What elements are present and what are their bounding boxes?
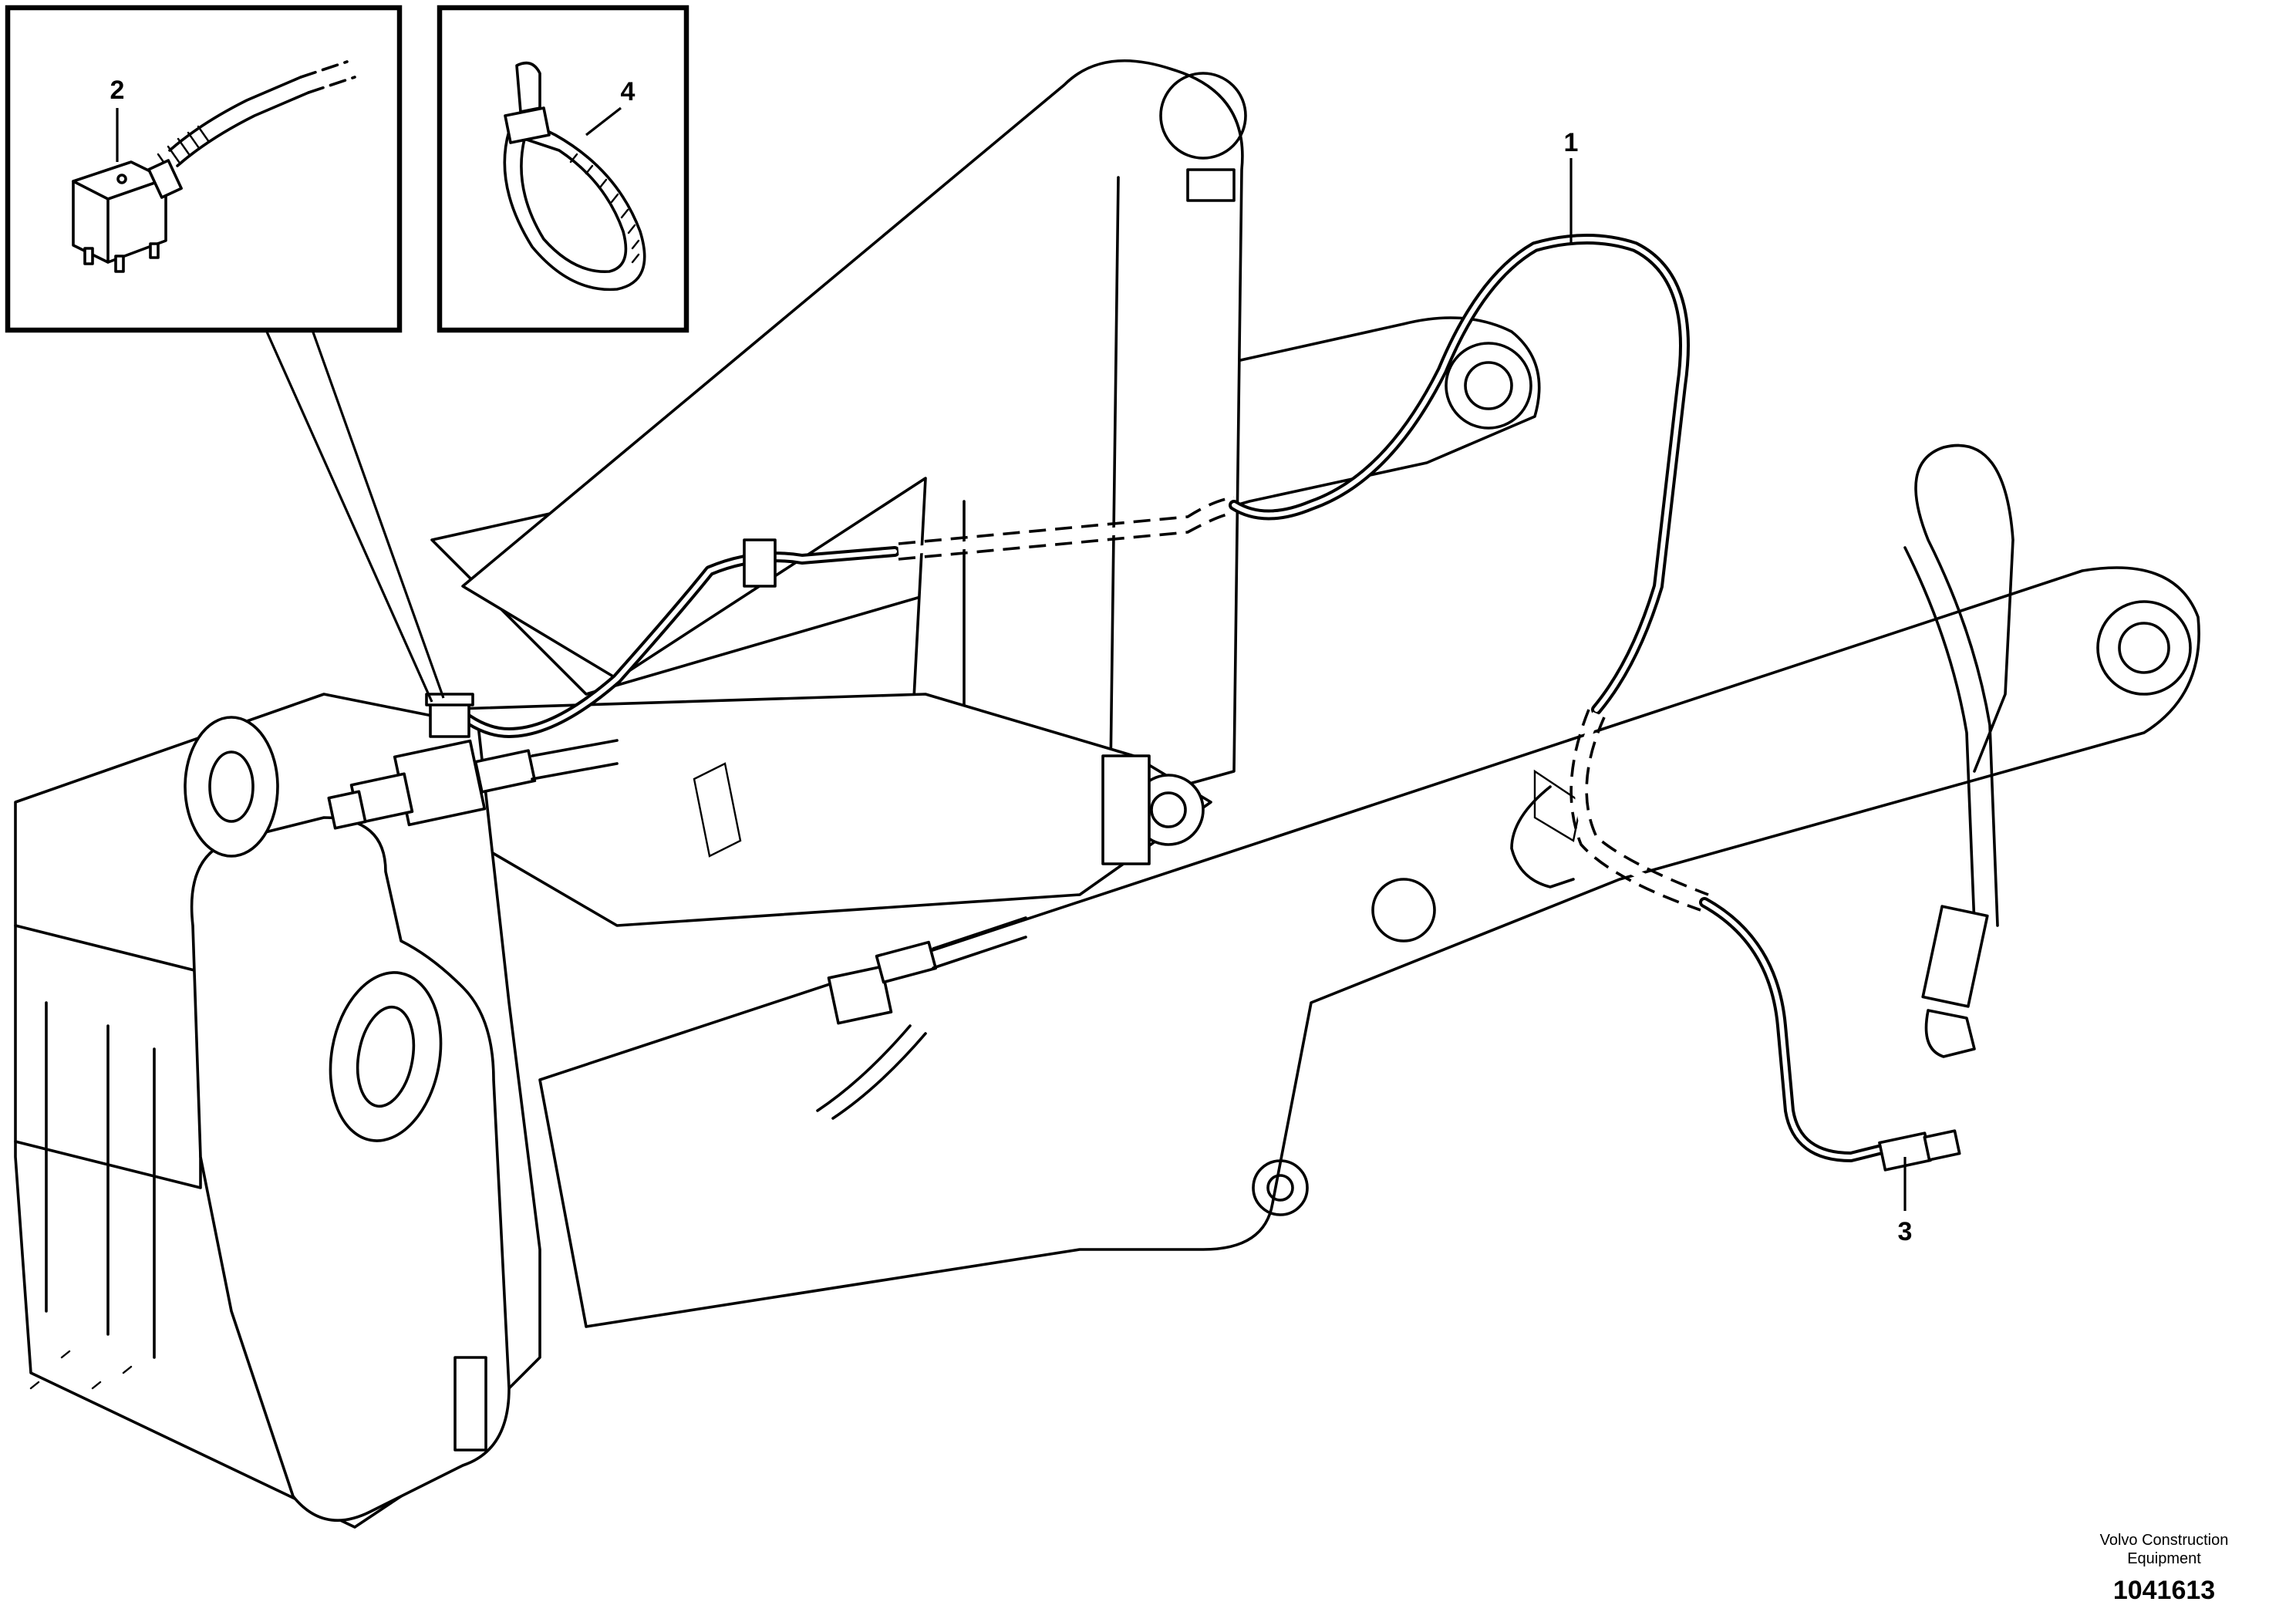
electrical-connector-item-3 xyxy=(1878,1129,1961,1172)
front-boom-lower-hole xyxy=(1252,1159,1309,1216)
plate-hole-large xyxy=(329,971,443,1142)
harness-hidden-lower xyxy=(1569,709,1709,912)
rear-boom-pivot xyxy=(1445,342,1532,430)
hydraulic-fitting-center xyxy=(816,916,1027,1120)
frame-pin-left-inner xyxy=(208,750,255,823)
leader-4 xyxy=(585,106,622,137)
plate-bracket xyxy=(453,1356,487,1452)
front-boom-hole xyxy=(1371,878,1436,943)
callout-3: 3 xyxy=(1898,1217,1913,1246)
callout-4: 4 xyxy=(621,77,636,106)
callout-2: 2 xyxy=(110,76,125,105)
document-number: 1041613 xyxy=(2113,1576,2215,1605)
relay-mounted xyxy=(425,693,474,738)
front-boom-pivot xyxy=(2096,600,2192,696)
harness-hidden-section xyxy=(898,496,1235,561)
credit-line-2: Equipment xyxy=(2127,1550,2201,1567)
cylinder-bracket xyxy=(1101,754,1151,865)
tilt-lever xyxy=(461,59,1244,811)
detail-frame-cable-tie xyxy=(437,5,689,333)
front-boom-lower-pin xyxy=(1266,1174,1294,1202)
tilt-lever-top-pivot xyxy=(1159,72,1247,160)
wiring-harness-item-1 xyxy=(425,234,1961,1172)
loader-frame-drawing xyxy=(14,59,2200,1529)
rear-boom-pivot-pin xyxy=(1464,361,1513,410)
hose-end-elbow-right xyxy=(1924,1009,1976,1058)
front-mounting-plate xyxy=(190,816,511,1522)
tilt-lever-clamp xyxy=(1186,168,1236,202)
detail-frame-relay xyxy=(5,5,445,703)
hydraulic-valve-block xyxy=(327,739,619,830)
front-boom-arm xyxy=(538,566,2200,1328)
front-boom-pivot-pin xyxy=(2118,622,2170,674)
credit-line-1: Volvo Construction xyxy=(2100,1532,2229,1549)
callout-1: 1 xyxy=(1564,128,1579,157)
plate-hole-inner xyxy=(356,1005,416,1108)
hose-fitting-right xyxy=(1921,905,1989,1008)
hydraulic-hose-right-inner xyxy=(1903,546,1976,927)
frame-detail-strokes xyxy=(29,762,1583,1390)
cable-tie-mounted xyxy=(743,538,777,588)
callout-leaders xyxy=(116,106,1907,1211)
hydraulic-hose-right xyxy=(1914,443,2014,927)
cylinder-pivot-pin xyxy=(1150,791,1187,828)
frame-pin-left xyxy=(184,716,279,858)
